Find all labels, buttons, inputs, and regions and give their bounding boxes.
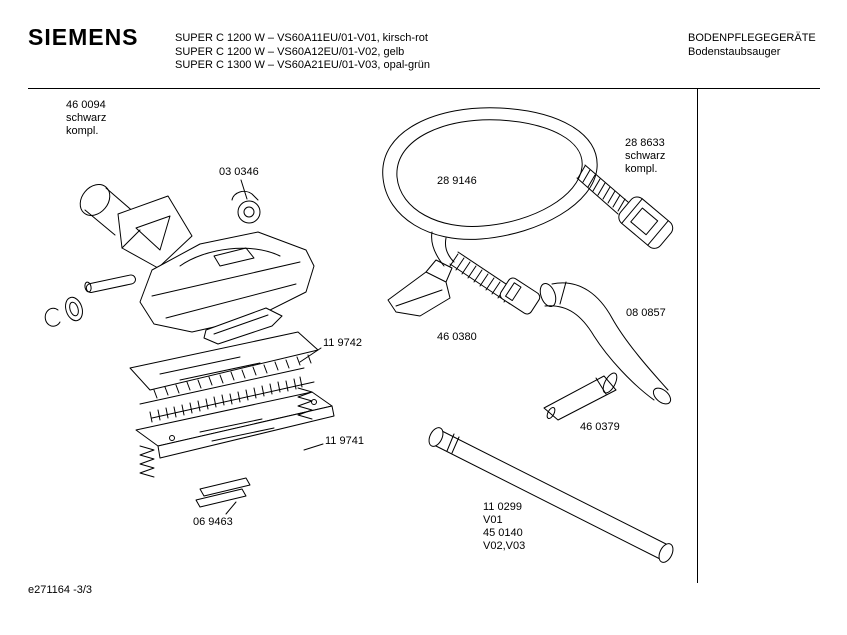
wheel-drawing	[231, 190, 261, 224]
part-label-11-0299: 11 0299 V01 45 0140 V02,V03	[483, 501, 526, 552]
model-variant-2: SUPER C 1200 W – VS60A12EU/01-V02, gelb	[175, 45, 405, 58]
brush-plate-drawing	[129, 331, 319, 399]
upholstery-nozzle-drawing	[387, 259, 453, 317]
part-label-08-0857: 08 0857	[626, 307, 666, 319]
device-category-block: BODENPFLEGEGERÄTE Bodenstaubsauger	[688, 32, 816, 59]
hose-corrugation-lower	[449, 251, 541, 315]
axle-pin-drawing	[84, 274, 136, 293]
strip-parts-drawing	[195, 477, 251, 508]
part-label-03-0346: 03 0346	[219, 166, 259, 178]
crevice-nozzle-drawing	[543, 372, 618, 421]
part-label-46-0380: 46 0380	[437, 331, 477, 343]
part-label-11-9742: 11 9742	[323, 337, 362, 349]
model-variants: SUPER C 1200 W – VS60A11EU/01-V01, kirsc…	[175, 32, 430, 73]
hose-drawing	[382, 107, 598, 267]
part-label-06-9463: 06 9463	[193, 516, 233, 528]
ring-parts-drawing	[44, 296, 83, 327]
part-label-28-8633: 28 8633 schwarz kompl.	[625, 137, 666, 175]
hose-corrugation-upper	[576, 164, 629, 215]
handle-bend-drawing	[539, 281, 672, 405]
doc-reference: e271164 -3/3	[28, 584, 93, 596]
part-label-46-0094: 46 0094 schwarz kompl.	[66, 99, 107, 137]
part-label-46-0379: 46 0379	[580, 421, 620, 433]
nozzle-housing-drawing	[139, 231, 315, 333]
model-variant-3: SUPER C 1300 W – VS60A21EU/01-V03, opal-…	[175, 59, 430, 71]
siemens-logo: SIEMENS	[28, 24, 139, 50]
category-title: BODENPFLEGEGERÄTE	[688, 32, 816, 44]
swivel-elbow-drawing	[79, 184, 193, 269]
sole-plate-drawing	[135, 391, 335, 459]
category-subtitle: Bodenstaubsauger	[688, 45, 781, 58]
part-label-28-9146: 28 9146	[437, 175, 477, 187]
comb-band-drawing	[139, 367, 315, 423]
spring-drawings	[139, 387, 313, 478]
right-divider	[697, 88, 698, 583]
suction-tube-drawing	[428, 427, 674, 563]
lever-drawing	[203, 307, 283, 345]
part-label-11-9741: 11 9741	[325, 435, 364, 447]
model-variant-1: SUPER C 1200 W – VS60A11EU/01-V01, kirsc…	[175, 32, 428, 44]
leader-lines	[225, 179, 324, 515]
hose-connector-drawing	[618, 196, 674, 249]
header-divider	[28, 88, 820, 89]
